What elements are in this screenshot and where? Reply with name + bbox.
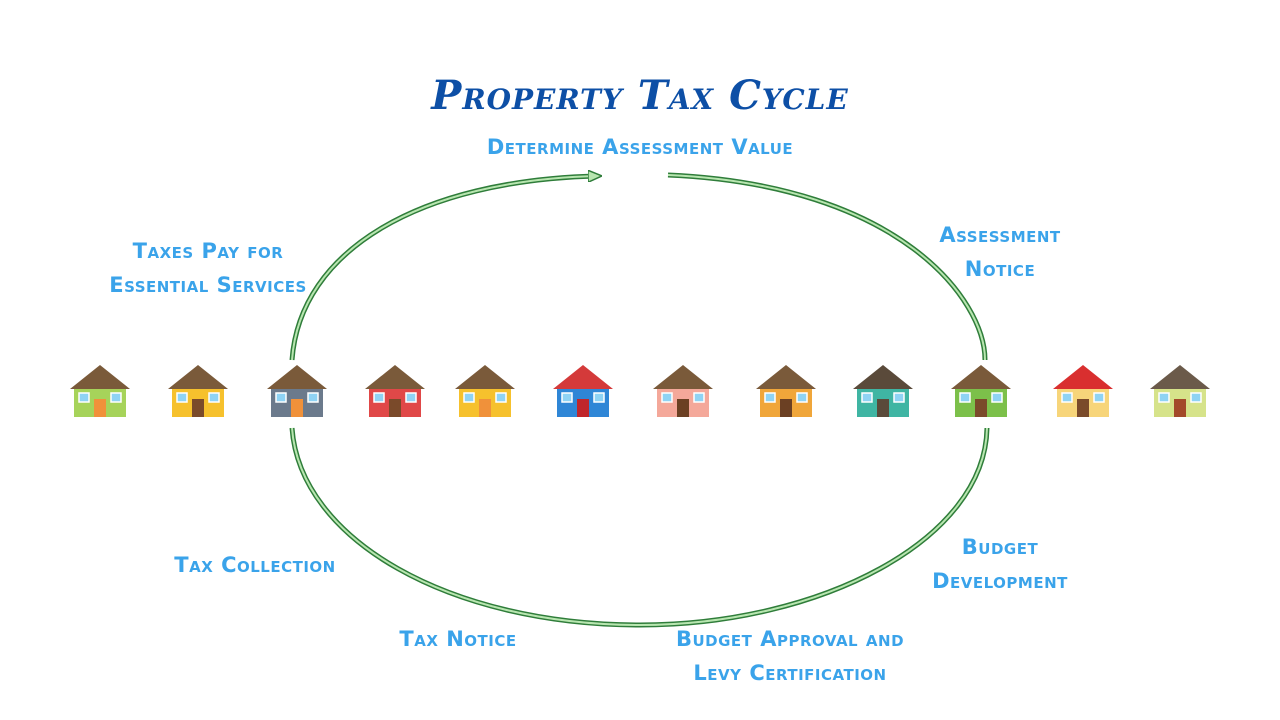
step-tax-collection: Tax Collection bbox=[150, 548, 360, 582]
house-icon bbox=[70, 365, 130, 417]
step-label: Tax Collection bbox=[174, 553, 336, 577]
step-label-line1: Budget bbox=[961, 535, 1039, 559]
house-icon bbox=[365, 365, 425, 417]
step-label: Determine Assessment Value bbox=[486, 135, 794, 159]
step-determine-assessment-value: Determine Assessment Value bbox=[440, 130, 840, 164]
cycle-arc-outline bbox=[289, 427, 990, 628]
step-label-line1: Budget Approval and bbox=[675, 627, 905, 651]
step-budget-development: Budget Development bbox=[900, 530, 1100, 598]
step-label-line2: Essential Services bbox=[109, 273, 307, 297]
step-tax-notice: Tax Notice bbox=[378, 622, 538, 656]
step-label-line2: Notice bbox=[964, 257, 1036, 281]
house-icon bbox=[1053, 365, 1113, 417]
step-assessment-notice: Assessment Notice bbox=[900, 218, 1100, 286]
house-icon bbox=[455, 365, 515, 417]
houses-row bbox=[70, 365, 1210, 417]
step-label: Tax Notice bbox=[399, 627, 517, 651]
step-essential-services: Taxes Pay for Essential Services bbox=[88, 234, 328, 302]
house-icon bbox=[951, 365, 1011, 417]
house-icon bbox=[168, 365, 228, 417]
house-icon bbox=[853, 365, 913, 417]
cycle-arc-fill bbox=[291, 176, 598, 361]
cycle-arc-outline bbox=[289, 173, 599, 361]
house-icon bbox=[756, 365, 816, 417]
step-label-line1: Taxes Pay for bbox=[132, 239, 284, 263]
step-budget-approval: Budget Approval and Levy Certification bbox=[640, 622, 940, 690]
cycle-arc-fill bbox=[667, 174, 986, 361]
house-icon bbox=[267, 365, 327, 417]
house-icon bbox=[653, 365, 713, 417]
house-icon bbox=[553, 365, 613, 417]
house-icon bbox=[1150, 365, 1210, 417]
cycle-arc-fill bbox=[291, 427, 988, 627]
step-label-line1: Assessment bbox=[939, 223, 1061, 247]
step-label-line2: Levy Certification bbox=[693, 661, 887, 685]
page-title: Property Tax Cycle bbox=[431, 72, 849, 119]
step-label-line2: Development bbox=[932, 569, 1068, 593]
